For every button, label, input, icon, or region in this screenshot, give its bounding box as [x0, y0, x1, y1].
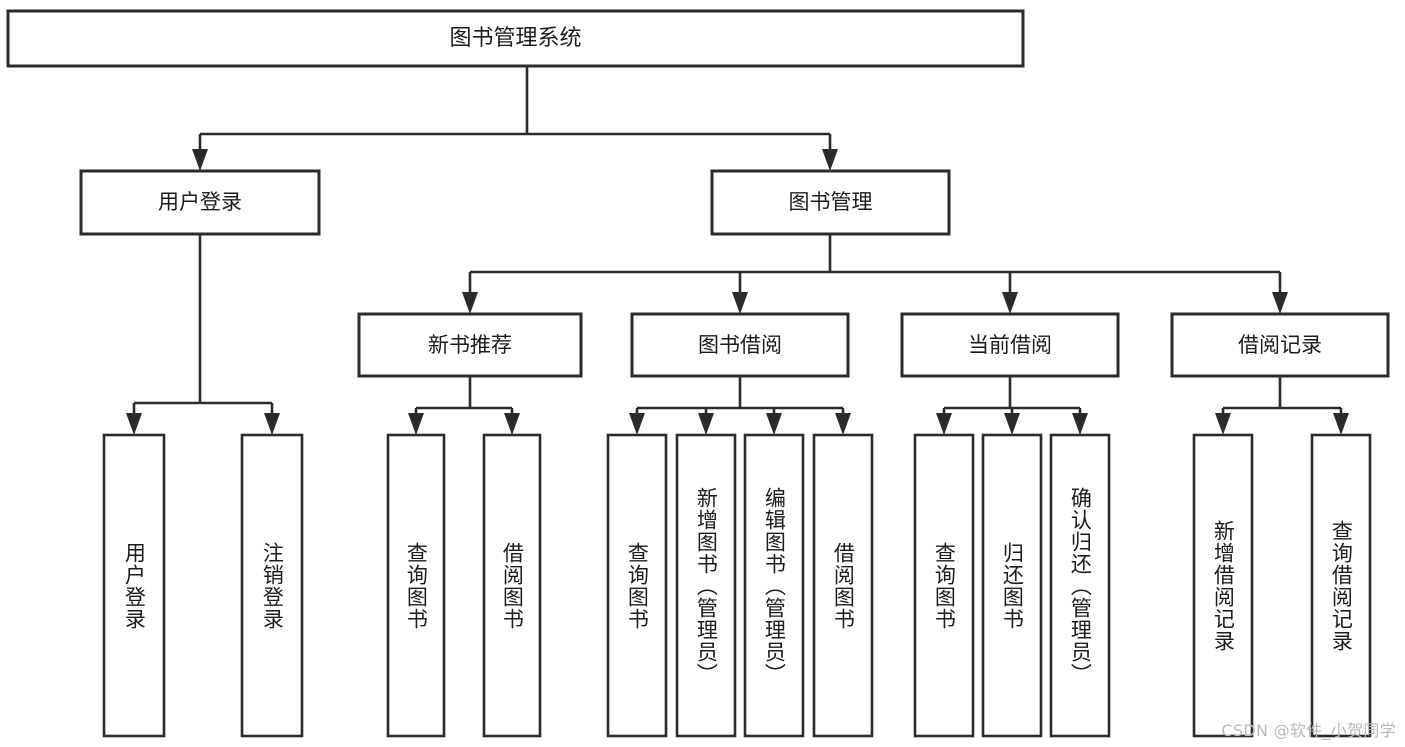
arrow-to-leaf-book-borrow-1 [698, 413, 714, 435]
leaf-box-user-login-1[interactable] [240, 433, 304, 738]
arrow-to-borrow-record [1272, 292, 1288, 314]
arrow-to-leaf-book-borrow-0 [629, 413, 645, 435]
arrow-to-current-borrow [1002, 292, 1018, 314]
node-root-box[interactable] [6, 9, 1025, 68]
edge-new-book-to-leaves [414, 376, 514, 424]
node-user-login-box[interactable] [79, 169, 321, 236]
leaf-box-borrow-record-0[interactable] [1192, 433, 1254, 738]
leaf-box-book-borrow-0[interactable] [606, 433, 668, 738]
edge-borrow-record-to-leaves [1221, 376, 1343, 424]
leaf-box-current-borrow-0[interactable] [913, 433, 975, 738]
leaf-box-book-borrow-2[interactable] [743, 433, 805, 738]
arrow-to-leaf-book-borrow-3 [835, 413, 851, 435]
arrow-to-leaf-new-book-1 [504, 413, 520, 435]
arrow-to-book-borrow [732, 292, 748, 314]
leaf-box-borrow-record-1[interactable] [1310, 433, 1372, 738]
arrow-to-leaf-user-login-0 [126, 413, 142, 435]
node-book-borrow-box[interactable] [630, 312, 850, 378]
watermark-text: CSDN @软件_小贺同学 [1221, 721, 1396, 740]
arrow-to-leaf-current-borrow-0 [936, 413, 952, 435]
arrow-to-new-book [462, 292, 478, 314]
arrow-to-book-manage [822, 149, 838, 171]
arrow-to-leaf-book-borrow-2 [766, 413, 782, 435]
leaf-box-user-login-0[interactable] [102, 433, 166, 738]
leaf-box-current-borrow-2[interactable] [1049, 433, 1111, 738]
arrow-to-leaf-borrow-record-0 [1215, 413, 1231, 435]
arrow-to-leaf-user-login-1 [264, 413, 280, 435]
edge-root-to-level1 [198, 66, 832, 160]
arrow-to-leaf-current-borrow-2 [1072, 413, 1088, 435]
arrow-to-leaf-current-borrow-1 [1004, 413, 1020, 435]
arrow-to-user-login [192, 149, 208, 171]
node-borrow-record-box[interactable] [1170, 312, 1390, 378]
edge-book-manage-to-level2 [468, 234, 1282, 303]
leaf-box-new-book-1[interactable] [482, 433, 542, 738]
node-book-manage-box[interactable] [710, 169, 951, 236]
leaf-box-book-borrow-1[interactable] [675, 433, 737, 738]
arrow-to-leaf-borrow-record-1 [1333, 413, 1349, 435]
node-current-borrow-box[interactable] [900, 312, 1120, 378]
leaf-box-book-borrow-3[interactable] [812, 433, 874, 738]
arrow-to-leaf-new-book-0 [408, 413, 424, 435]
node-new-book-box[interactable] [357, 312, 583, 378]
edge-user-login-to-leaves [132, 234, 274, 424]
edge-book-borrow-to-leaves [635, 376, 845, 424]
leaf-box-new-book-0[interactable] [386, 433, 446, 738]
leaf-box-current-borrow-1[interactable] [981, 433, 1043, 738]
